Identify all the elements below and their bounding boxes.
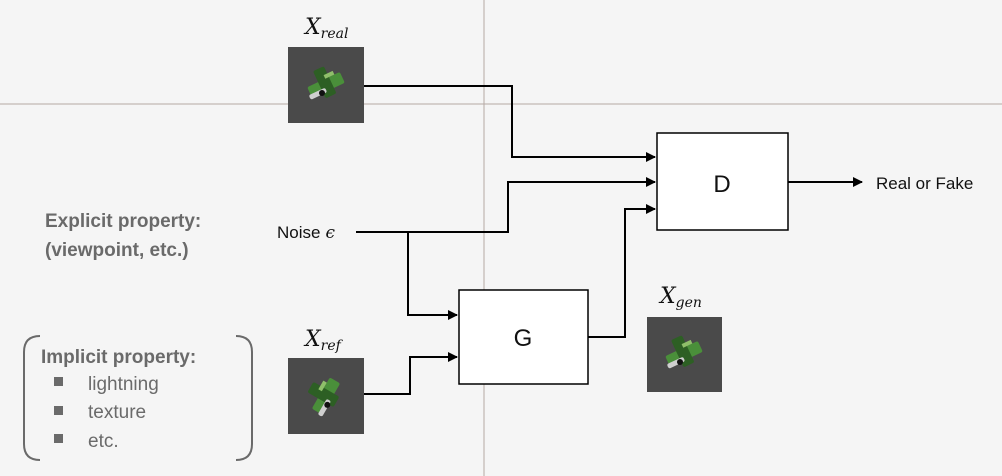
x-ref-label: Xref xyxy=(303,327,344,354)
generator-label: G xyxy=(514,325,533,352)
discriminator-box xyxy=(656,132,789,231)
arrow-xref-to-g xyxy=(364,352,458,395)
x-gen-thumbnail xyxy=(647,317,722,392)
arrow-noise-to-d xyxy=(408,177,656,233)
implicit-item-3: etc. xyxy=(88,431,119,452)
implicit-left-bracket xyxy=(23,335,41,461)
x-ref-thumbnail xyxy=(288,358,364,434)
x-real-label: Xreal xyxy=(303,15,348,42)
discriminator-label: D xyxy=(713,171,730,198)
implicit-property-heading: Implicit property: xyxy=(41,347,196,368)
implicit-right-bracket xyxy=(235,335,253,461)
bullet-marker xyxy=(54,406,63,415)
implicit-item-1: lightning xyxy=(88,374,159,395)
x-gen-label: Xgen xyxy=(658,284,702,311)
explicit-property-line2: (viewpoint, etc.) xyxy=(45,240,189,261)
arrow-xreal-to-d xyxy=(364,85,656,162)
explicit-property-line1: Explicit property: xyxy=(45,211,201,232)
bullet-marker xyxy=(54,377,63,386)
bullet-marker xyxy=(54,434,63,443)
arrow-g-to-d xyxy=(588,204,656,338)
output-label: Real or Fake xyxy=(876,174,973,193)
implicit-item-2: texture xyxy=(88,402,146,423)
generator-box xyxy=(458,289,589,385)
x-real-thumbnail xyxy=(288,47,364,123)
arrow-noise-to-g xyxy=(407,232,458,320)
